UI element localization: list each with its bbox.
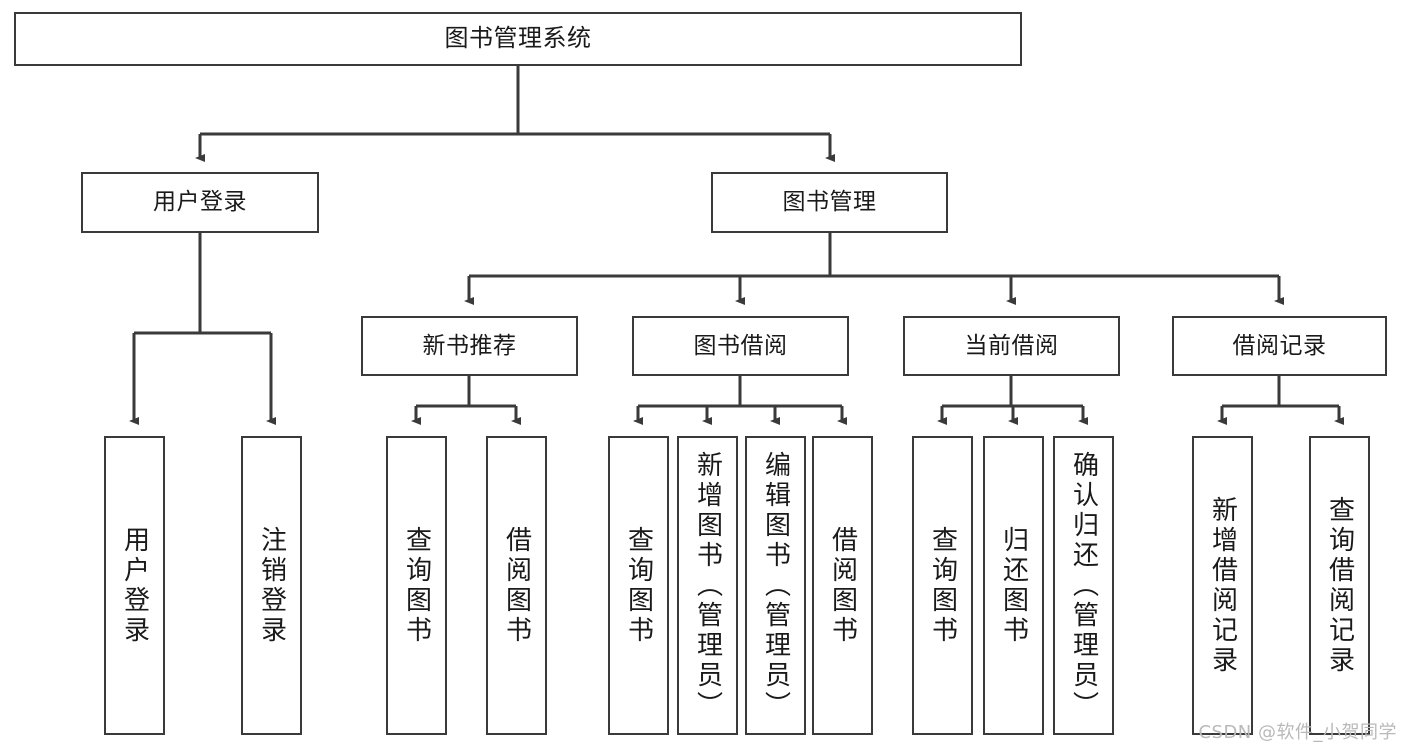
node-borrow-records-label: 借阅记录 [1232,332,1327,359]
leaf-borrow-book-2-label: 借阅图书 [827,525,858,646]
leaf-query-book-2[interactable]: 查询图书 [608,436,669,735]
leaf-query-book-3[interactable]: 查询图书 [912,436,973,735]
leaf-query-book-1-label: 查询图书 [401,525,432,646]
watermark: CSDN @软件_小贺同学 [1198,722,1397,743]
leaf-borrow-book-1-label: 借阅图书 [501,525,532,646]
leaf-user-login[interactable]: 用户登录 [104,436,165,735]
leaf-return-book[interactable]: 归还图书 [983,436,1044,735]
leaf-user-login-label: 用户登录 [119,525,150,646]
node-book-management[interactable]: 图书管理 [711,172,948,233]
leaf-borrow-book-2[interactable]: 借阅图书 [812,436,873,735]
leaf-user-logout[interactable]: 注销登录 [241,436,302,735]
leaf-add-record-label: 新增借阅记录 [1207,495,1238,676]
node-current-borrow[interactable]: 当前借阅 [903,316,1120,376]
node-user-login-label: 用户登录 [153,189,247,216]
leaf-confirm-return[interactable]: 确认归还（管理员） [1053,436,1114,735]
leaf-user-logout-label: 注销登录 [256,525,287,646]
node-root[interactable]: 图书管理系统 [14,12,1022,66]
node-new-book-recommend[interactable]: 新书推荐 [361,316,578,376]
leaf-add-book-label: 新增图书（管理员） [692,450,723,721]
leaf-query-record-label: 查询借阅记录 [1324,495,1355,676]
node-current-borrow-label: 当前借阅 [964,332,1059,359]
leaf-query-book-1[interactable]: 查询图书 [386,436,447,735]
leaf-confirm-return-label: 确认归还（管理员） [1068,450,1099,721]
leaf-query-book-2-label: 查询图书 [623,525,654,646]
leaf-query-record[interactable]: 查询借阅记录 [1309,436,1370,735]
leaf-add-book[interactable]: 新增图书（管理员） [677,436,738,735]
leaf-edit-book[interactable]: 编辑图书（管理员） [745,436,806,735]
node-book-borrow[interactable]: 图书借阅 [632,316,849,376]
node-book-management-label: 图书管理 [782,189,877,216]
leaf-borrow-book-1[interactable]: 借阅图书 [486,436,547,735]
node-borrow-records[interactable]: 借阅记录 [1172,316,1387,376]
leaf-return-book-label: 归还图书 [998,525,1029,646]
leaf-query-book-3-label: 查询图书 [927,525,958,646]
node-root-label: 图书管理系统 [444,24,592,53]
leaf-add-record[interactable]: 新增借阅记录 [1192,436,1253,735]
node-new-book-recommend-label: 新书推荐 [422,332,517,359]
node-book-borrow-label: 图书借阅 [693,332,788,359]
node-user-login[interactable]: 用户登录 [81,172,319,233]
leaf-edit-book-label: 编辑图书（管理员） [760,450,791,721]
